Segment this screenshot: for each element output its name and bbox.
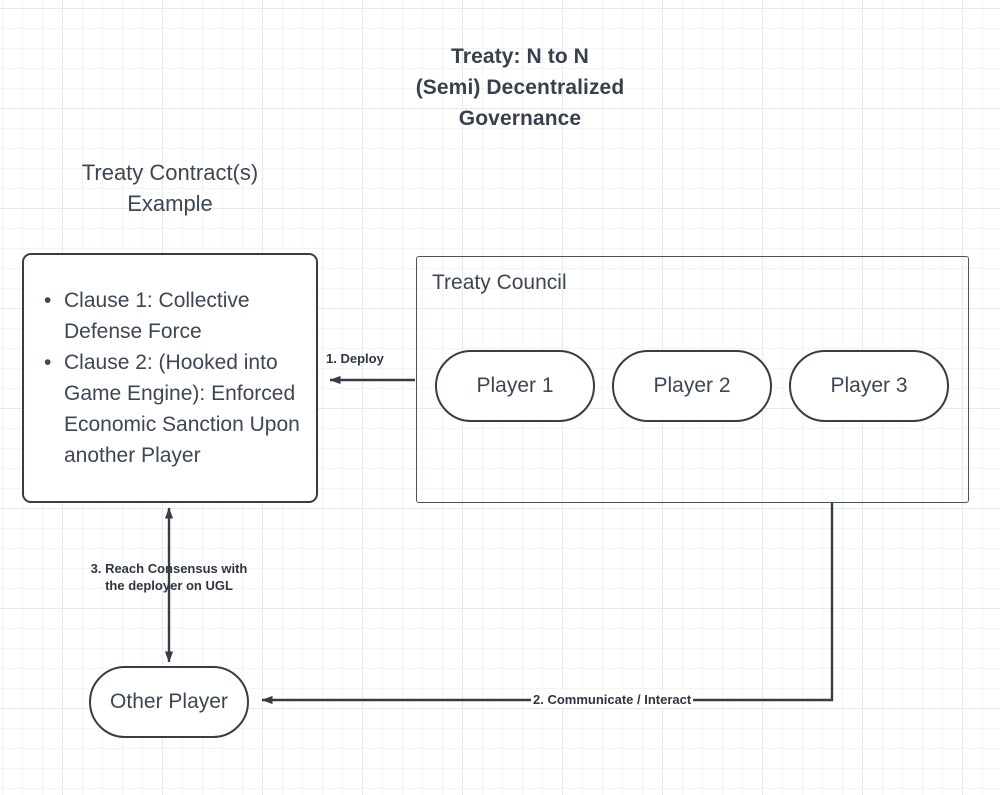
clause-item-1: Clause 1: Collective Defense Force bbox=[44, 285, 302, 347]
node-player-3-label: Player 3 bbox=[830, 374, 908, 397]
edge-label-deploy: 1. Deploy bbox=[326, 351, 384, 366]
diagram-title-line-3: Governance bbox=[458, 107, 582, 130]
node-player-2-label: Player 2 bbox=[653, 374, 731, 397]
clause-item-2: Clause 2: (Hooked into Game Engine): Enf… bbox=[44, 347, 302, 471]
diagram-title-line-1: Treaty: N to N bbox=[451, 45, 589, 68]
node-other-player[interactable]: Other Player bbox=[89, 666, 249, 738]
edge-label-communicate: 2. Communicate / Interact bbox=[531, 691, 694, 708]
treaty-council-group[interactable]: Treaty Council bbox=[416, 256, 969, 503]
treaty-contract-box[interactable]: Clause 1: Collective Defense Force Claus… bbox=[22, 253, 318, 503]
node-player-2[interactable]: Player 2 bbox=[612, 350, 772, 422]
treaty-council-title: Treaty Council bbox=[432, 271, 567, 294]
diagram-title-line-2: (Semi) Decentralized bbox=[415, 76, 625, 99]
edge-label-consensus-line-2: the deployer on UGL bbox=[105, 578, 233, 593]
contract-heading-line-1: Treaty Contract(s) bbox=[81, 160, 259, 185]
edge-label-consensus-line-1: 3. Reach Consensus with bbox=[90, 561, 248, 576]
node-other-player-label: Other Player bbox=[110, 690, 228, 713]
node-player-1[interactable]: Player 1 bbox=[435, 350, 595, 422]
node-player-1-label: Player 1 bbox=[476, 374, 554, 397]
contract-heading-line-2: Example bbox=[127, 191, 213, 216]
edge-communicate bbox=[261, 503, 834, 705]
clause-list: Clause 1: Collective Defense Force Claus… bbox=[24, 285, 316, 471]
edge-label-consensus: 3. Reach Consensus with the deployer on … bbox=[44, 560, 294, 594]
contract-heading: Treaty Contract(s) Example bbox=[20, 157, 320, 219]
node-player-3[interactable]: Player 3 bbox=[789, 350, 949, 422]
diagram-title: Treaty: N to N (Semi) Decentralized Gove… bbox=[320, 41, 720, 134]
